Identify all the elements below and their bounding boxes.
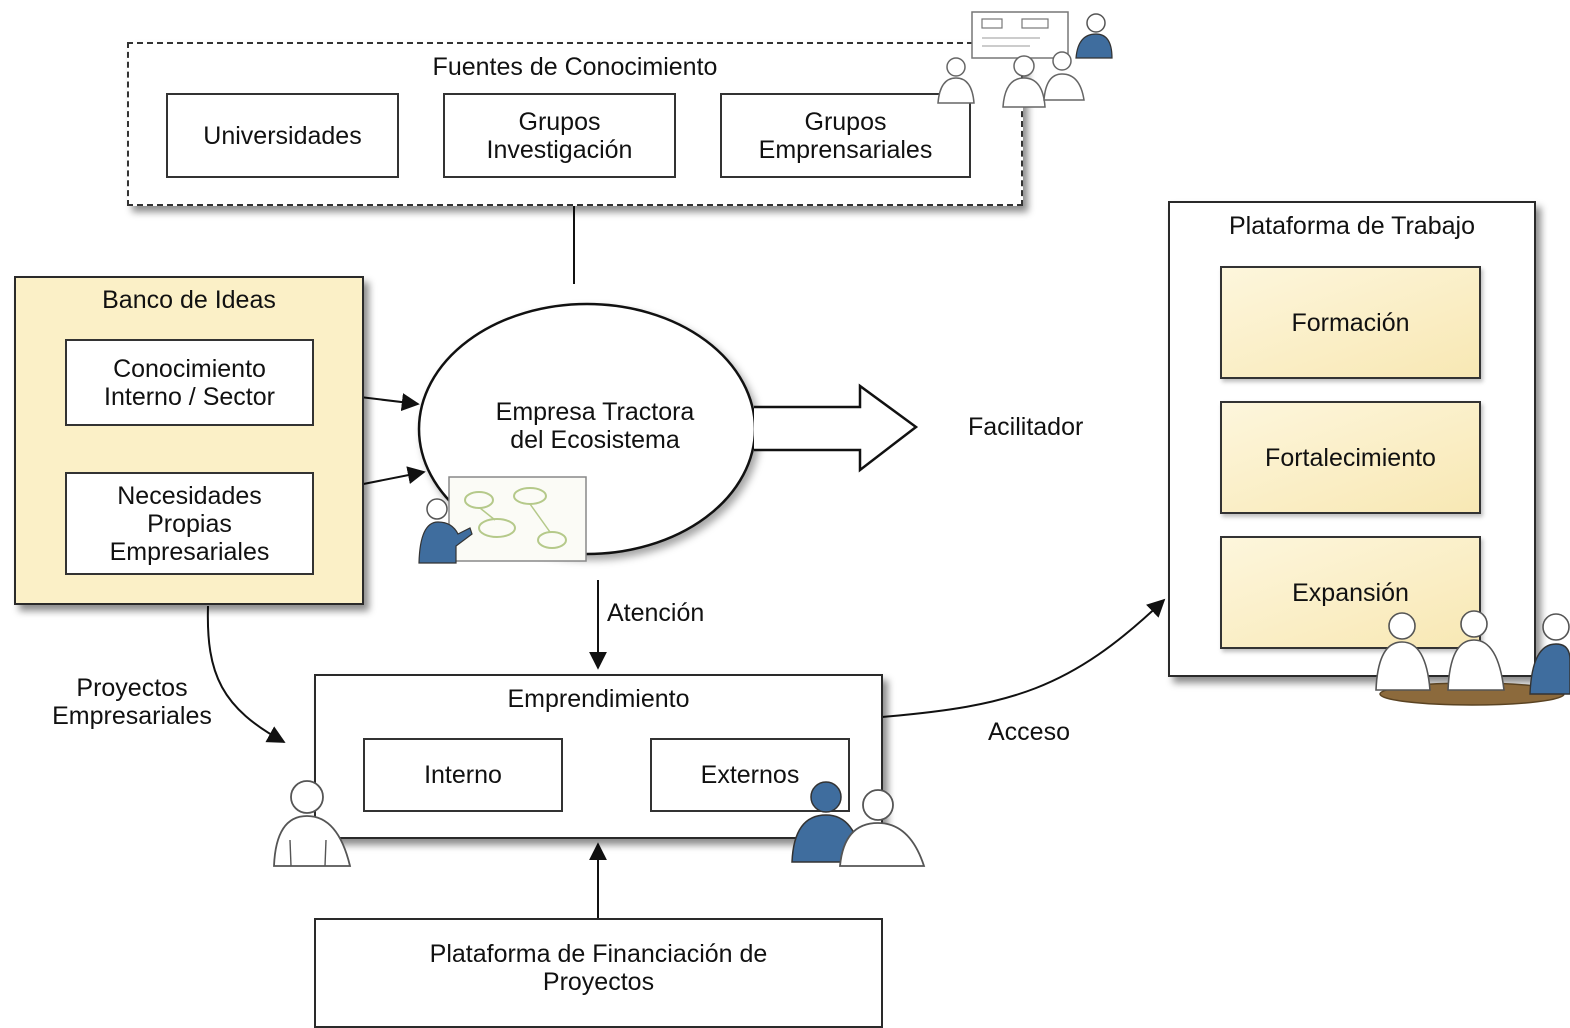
people-pair-illustration [791,781,926,867]
meeting-table-illustration [1375,610,1570,706]
grupos-investigacion-box[interactable]: Grupos Investigación [443,93,676,178]
fortalecimiento-box[interactable]: Fortalecimiento [1220,401,1481,514]
fuentes-panel: Fuentes de Conocimiento Universidades Gr… [127,42,1023,206]
emprendimiento-title: Emprendimiento [507,685,690,713]
facilitador-label: Facilitador [968,413,1084,441]
plataforma-trabajo-panel: Plataforma de Trabajo Formación Fortalec… [1168,201,1536,677]
conocimiento-box[interactable]: Conocimiento Interno / Sector [65,339,314,426]
fuentes-title: Fuentes de Conocimiento [432,53,718,81]
acceso-label: Acceso [988,718,1070,746]
presenter-board-illustration [418,476,587,564]
expansion-box[interactable]: Expansión [1220,536,1481,649]
formacion-box[interactable]: Formación [1220,266,1481,379]
atencion-label: Atención [607,599,705,627]
acceso-arrow [881,598,1166,718]
proyectos-label: Proyectos Empresariales [52,674,212,730]
banco-panel: Banco de Ideas Conocimiento Interno / Se… [14,276,364,605]
financiacion-panel: Plataforma de Financiación de Proyectos [314,918,883,1028]
presenter-whiteboard-illustration [971,11,1113,59]
universidades-box[interactable]: Universidades [166,93,399,178]
proyectos-arrow [206,605,286,743]
person-left-illustration [273,780,352,867]
banco-title: Banco de Ideas [102,286,276,314]
grupos-emprensariales-box[interactable]: Grupos Emprensariales [720,93,971,178]
financiacion-label: Plataforma de Financiación de Proyectos [429,940,768,996]
facilitador-arrow [754,383,919,473]
empresa-label: Empresa Tractora del Ecosistema [495,398,695,454]
audience-group-illustration [937,51,1085,108]
interno-box[interactable]: Interno [363,738,563,812]
necesidades-box[interactable]: Necesidades Propias Empresariales [65,472,314,575]
plataforma-trabajo-title: Plataforma de Trabajo [1229,212,1475,240]
